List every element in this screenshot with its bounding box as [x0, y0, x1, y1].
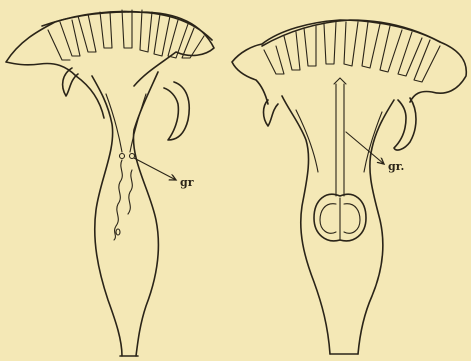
left-filament-1 [48, 30, 70, 60]
left-gland-dot-1 [120, 154, 125, 159]
right-curl-right [394, 98, 416, 150]
left-tube-right-wall [133, 72, 158, 356]
left-style-left [106, 94, 122, 152]
left-gland-column-2 [128, 170, 132, 214]
left-filament-4 [100, 12, 112, 48]
right-flower-section: gr. [232, 20, 466, 354]
left-filament-6 [140, 10, 152, 52]
left-flower-section: gr [6, 10, 214, 356]
left-label-gr: gr [180, 176, 194, 189]
right-filament-9 [414, 40, 440, 82]
left-filament-3 [78, 14, 96, 52]
left-gland-column [114, 160, 122, 240]
right-filament-5 [344, 22, 358, 66]
right-filament-7 [380, 26, 402, 72]
right-filament-4 [324, 22, 336, 64]
left-gland-dot-3 [116, 229, 120, 235]
left-label-pointer [134, 158, 176, 180]
right-label-pointer [346, 132, 384, 164]
left-filament-8 [168, 20, 188, 58]
right-tube-left-wall [282, 96, 330, 354]
left-filament-5 [122, 10, 132, 48]
left-filament-2 [60, 20, 80, 56]
left-curl-right [164, 82, 189, 140]
left-curl-left [63, 68, 78, 96]
right-outer-limb [232, 20, 466, 104]
right-ovary-locule-left [320, 204, 336, 234]
right-curl-left [264, 100, 279, 126]
right-label-gr: gr. [388, 160, 404, 173]
right-tube-right-wall [358, 100, 394, 354]
left-filament-7 [154, 14, 170, 56]
right-ovary-locule-right [344, 204, 360, 234]
right-style-tip [334, 78, 346, 84]
right-filament-2 [284, 32, 300, 70]
right-top-band [262, 20, 440, 46]
left-outer-limb [6, 11, 214, 118]
left-style-right [130, 94, 146, 152]
right-filament-6 [362, 22, 380, 68]
right-filament-3 [304, 26, 316, 66]
right-filament-1 [264, 46, 284, 74]
left-top-band [42, 12, 212, 40]
